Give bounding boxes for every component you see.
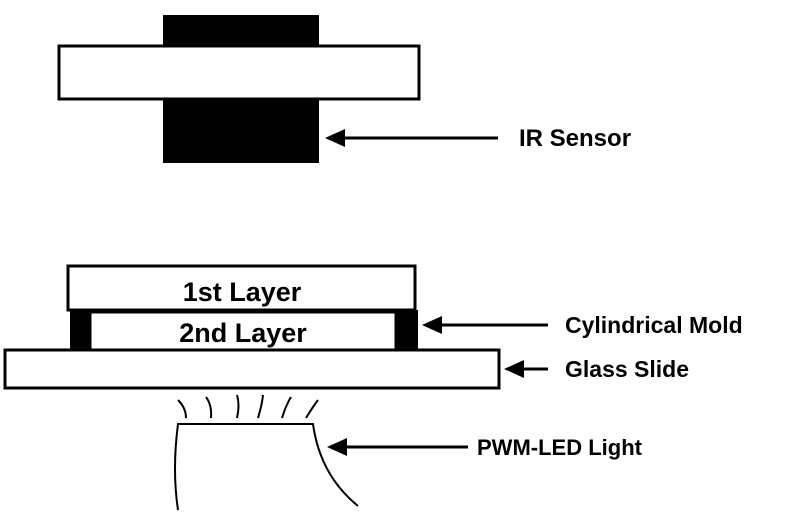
first-layer-block — [66, 264, 417, 312]
cylindrical-mold-arrow — [422, 316, 548, 334]
first-layer-label: 1st Layer — [183, 277, 302, 307]
glass-slide-arrow — [504, 360, 548, 378]
cylindrical-mold-label: Cylindrical Mold — [565, 312, 743, 338]
second-layer-label: 2nd Layer — [179, 318, 307, 348]
ir-sensor-plate — [57, 44, 421, 101]
led-light-ray — [236, 394, 240, 419]
ir-sensor-arrow — [325, 129, 498, 147]
second-layer-block — [88, 310, 398, 352]
glass-slide-label: Glass Slide — [565, 356, 689, 382]
cylindrical-mold-left-wall — [70, 310, 92, 350]
mold-assembly — [3, 264, 501, 390]
led-light-ray — [305, 399, 319, 419]
ir-sensor-assembly — [57, 15, 421, 163]
pwm-led-light-label: PWM-LED Light — [477, 435, 643, 460]
led-light-ray — [205, 396, 213, 419]
ir-sensor-label: IR Sensor — [519, 125, 631, 152]
cylindrical-mold-right-wall — [396, 310, 418, 350]
led-light-ray — [177, 399, 187, 419]
glass-slide-block — [3, 348, 501, 390]
led-light-ray — [257, 394, 264, 419]
pwm-led-light-drawing — [174, 394, 359, 511]
led-light-ray — [281, 396, 292, 419]
pwm-led-light-arrow — [327, 438, 468, 456]
led-light-body — [174, 423, 359, 511]
